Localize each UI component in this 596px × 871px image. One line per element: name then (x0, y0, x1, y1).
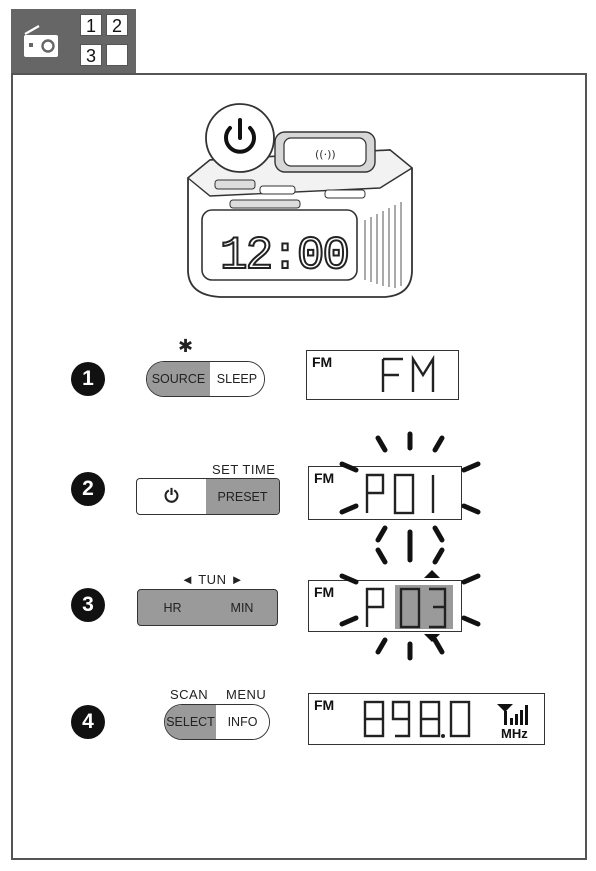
step-cell-2: 2 (106, 14, 128, 36)
hr-min-button[interactable]: HR MIN (137, 589, 278, 626)
lcd-band-label: FM (314, 584, 335, 600)
power-preset-button[interactable]: ⏻ PRESET (136, 478, 280, 515)
lcd-band-label: FM (312, 354, 333, 370)
lcd-band-label: FM (314, 697, 335, 713)
min-button[interactable]: MIN (230, 600, 254, 615)
select-button[interactable]: SELECT (165, 705, 217, 739)
mhz-unit: MHz (501, 726, 528, 741)
lcd-display-4: FM MHz (308, 693, 545, 745)
info-button[interactable]: INFO (216, 705, 269, 739)
device-clock-readout: 12:00 (220, 230, 348, 282)
radio-icon (21, 22, 61, 62)
step-number-3: 3 (71, 588, 105, 622)
select-info-button[interactable]: SELECT INFO (164, 704, 270, 740)
source-sleep-button[interactable]: SOURCE SLEEP (146, 361, 265, 397)
scan-caption: SCAN (170, 687, 209, 702)
lcd-display-3: FM (308, 580, 462, 632)
menu-caption: MENU (226, 687, 267, 702)
bluetooth-icon: ✱ (178, 336, 194, 356)
lcd-display-2: FM (308, 466, 462, 520)
lcd-display-1: FM (306, 350, 459, 400)
step-cell-4 (106, 44, 128, 66)
lcd-band-label: FM (314, 470, 335, 486)
clock-radio-illustration: ((·)) 12:00 (180, 100, 420, 305)
blink-rays-3 (339, 543, 481, 661)
hr-button[interactable]: HR (163, 600, 182, 615)
step-cell-3: 3 (80, 44, 102, 66)
power-icon[interactable]: ⏻ (164, 486, 179, 506)
tune-caption: ◄ TUN ► (181, 572, 244, 587)
step-number-1: 1 (71, 362, 105, 396)
preset-button[interactable]: PRESET (206, 479, 279, 514)
step-cell-1: 1 (80, 14, 102, 36)
step-number-4: 4 (71, 705, 105, 739)
svg-text:((·)): ((·)) (315, 148, 336, 161)
set-time-caption: SET TIME (212, 462, 276, 477)
content-frame (11, 73, 587, 860)
blink-rays-2 (339, 431, 481, 549)
step-number-2: 2 (71, 472, 105, 506)
source-button[interactable]: SOURCE (147, 362, 210, 396)
sleep-button[interactable]: SLEEP (209, 362, 264, 396)
